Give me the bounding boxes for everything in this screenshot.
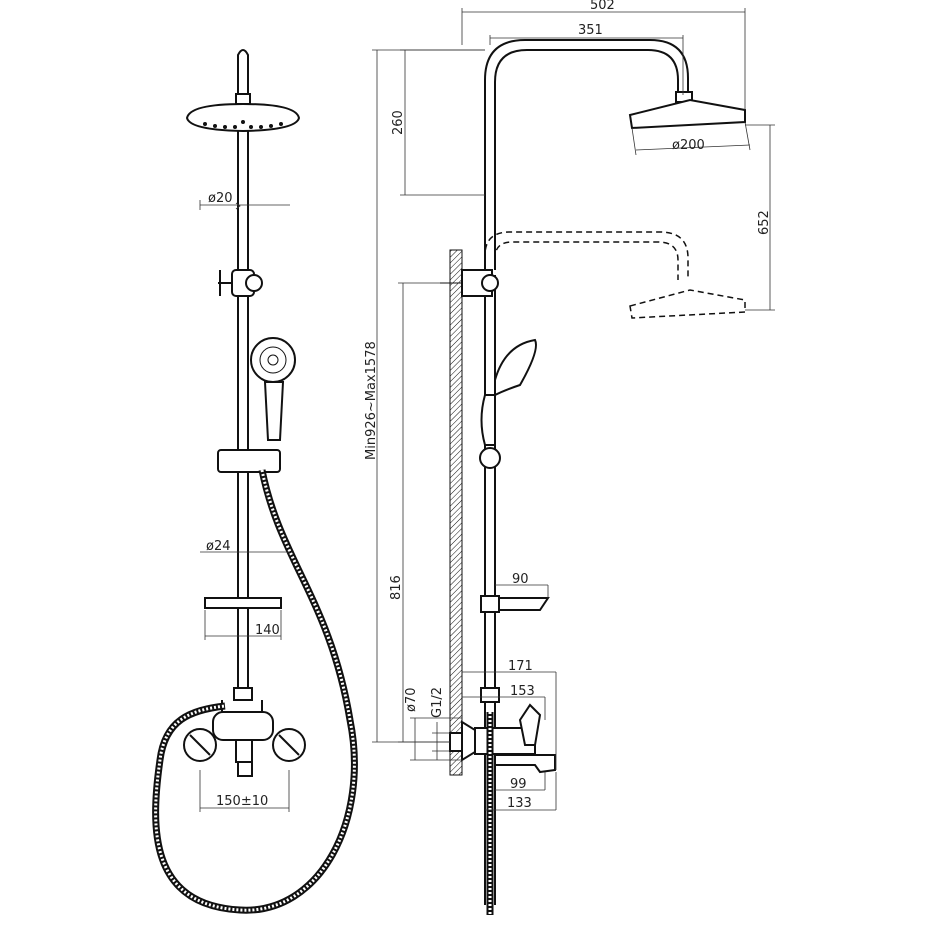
front-rail [237, 131, 249, 690]
side-arm-riser [484, 39, 689, 270]
side-slide-holder [479, 447, 501, 469]
front-hose [152, 469, 358, 914]
front-arm [237, 49, 249, 95]
front-slide-holder [217, 449, 281, 473]
dim-flange-diameter: ø70 [404, 688, 419, 713]
dim-mixer-depth-mid: 153 [510, 684, 535, 699]
front-soap-dish [204, 597, 282, 609]
side-hand-shower [494, 338, 537, 397]
dim-spout-outer: 133 [507, 796, 532, 811]
dim-thread: G1/2 [430, 687, 445, 718]
front-mixer-body [212, 711, 274, 741]
side-lever [518, 703, 542, 746]
dim-lower-pipe-diameter: ø24 [206, 539, 231, 554]
side-arm-lowered [484, 231, 689, 280]
front-head-connector [235, 93, 251, 105]
side-soap-dish [494, 597, 550, 611]
front-spout [235, 739, 253, 763]
front-view: ø20 ø24 140 150±10 [152, 49, 358, 914]
dim-mixer-depth-top: 171 [508, 659, 533, 674]
wall [449, 249, 463, 776]
dim-shelf-width: 140 [255, 623, 280, 638]
dim-head-adjust-range: 652 [757, 210, 772, 235]
dim-upper-pipe-diameter: ø20 [208, 191, 233, 206]
dim-total-height: Min926~Max1578 [364, 341, 379, 460]
dim-inlet-spacing: 150±10 [216, 794, 268, 809]
dim-arm-length: 351 [578, 23, 603, 38]
front-shower-head [185, 102, 301, 133]
dim-overall-width: 502 [590, 0, 615, 13]
dim-shelf-depth: 90 [512, 572, 529, 587]
side-shower-head-lowered [629, 289, 746, 319]
front-hand-shower-face [250, 337, 296, 383]
front-head-nozzles [203, 120, 283, 129]
front-hand-shower-handle [263, 381, 285, 441]
front-diverter-top [233, 687, 253, 701]
side-shower-head [628, 98, 746, 130]
dim-head-diameter: ø200 [672, 138, 705, 153]
side-flange [461, 720, 476, 762]
side-spout [494, 754, 556, 774]
dim-arm-height: 260 [391, 110, 406, 135]
dim-spout-inner: 99 [510, 777, 527, 792]
side-view: 502 351 260 ø200 652 Min926~Max1578 816 … [364, 0, 775, 915]
dim-mixer-height: 816 [389, 575, 404, 600]
